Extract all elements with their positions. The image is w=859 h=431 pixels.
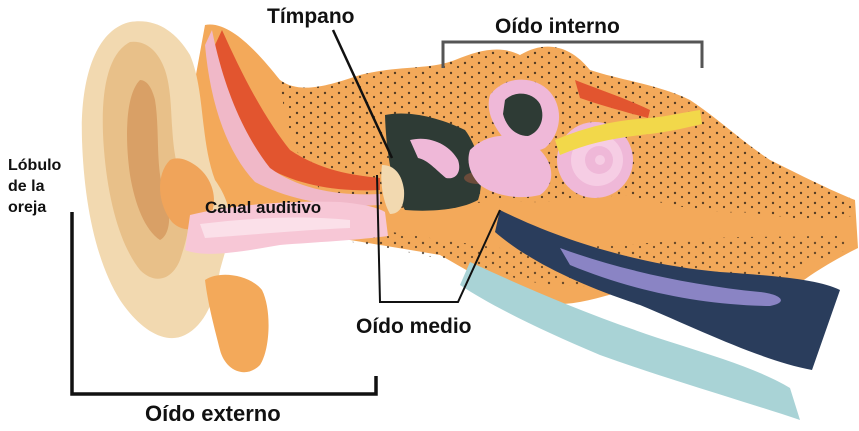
label-canal-auditivo: Canal auditivo <box>205 199 321 216</box>
label-oido-medio: Oído medio <box>356 316 472 337</box>
cochlea-apex <box>595 155 605 165</box>
label-oido-externo: Oído externo <box>145 403 281 425</box>
label-timpano: Tímpano <box>267 6 355 27</box>
label-oido-interno: Oído interno <box>495 16 620 37</box>
earlobe <box>205 275 269 372</box>
bone-texture <box>280 47 855 220</box>
label-lobulo-de-la-oreja: Lóbulo de la oreja <box>8 155 70 218</box>
